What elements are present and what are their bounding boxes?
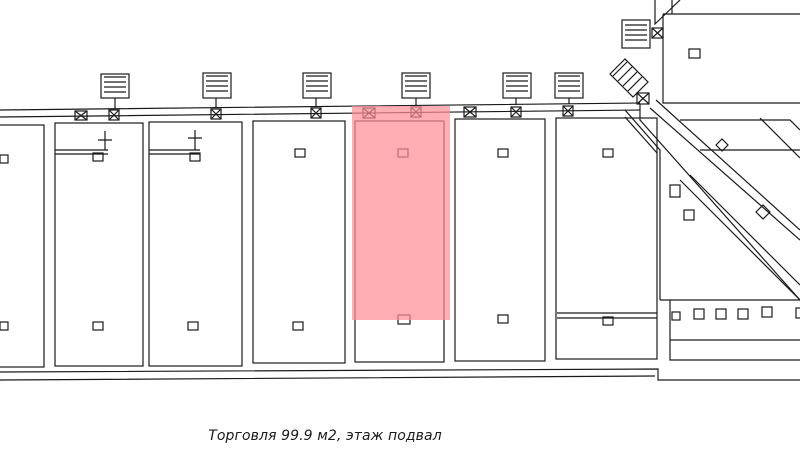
right-wing xyxy=(609,0,800,361)
unit-4 xyxy=(252,120,346,364)
unit-6 xyxy=(454,118,546,362)
highlighted-unit xyxy=(352,106,450,320)
wall-fittings xyxy=(74,105,574,150)
outer-wall-bottom xyxy=(0,368,800,381)
unit-7 xyxy=(555,117,658,360)
unit-3 xyxy=(148,121,243,367)
outer-wall-top xyxy=(0,102,641,118)
plan-caption: Торговля 99.9 м2, этаж подвал xyxy=(208,428,442,444)
unit-2 xyxy=(54,122,144,367)
room-markers xyxy=(0,48,800,331)
ventilation-shafts xyxy=(100,72,584,109)
unit-1 xyxy=(0,124,45,368)
